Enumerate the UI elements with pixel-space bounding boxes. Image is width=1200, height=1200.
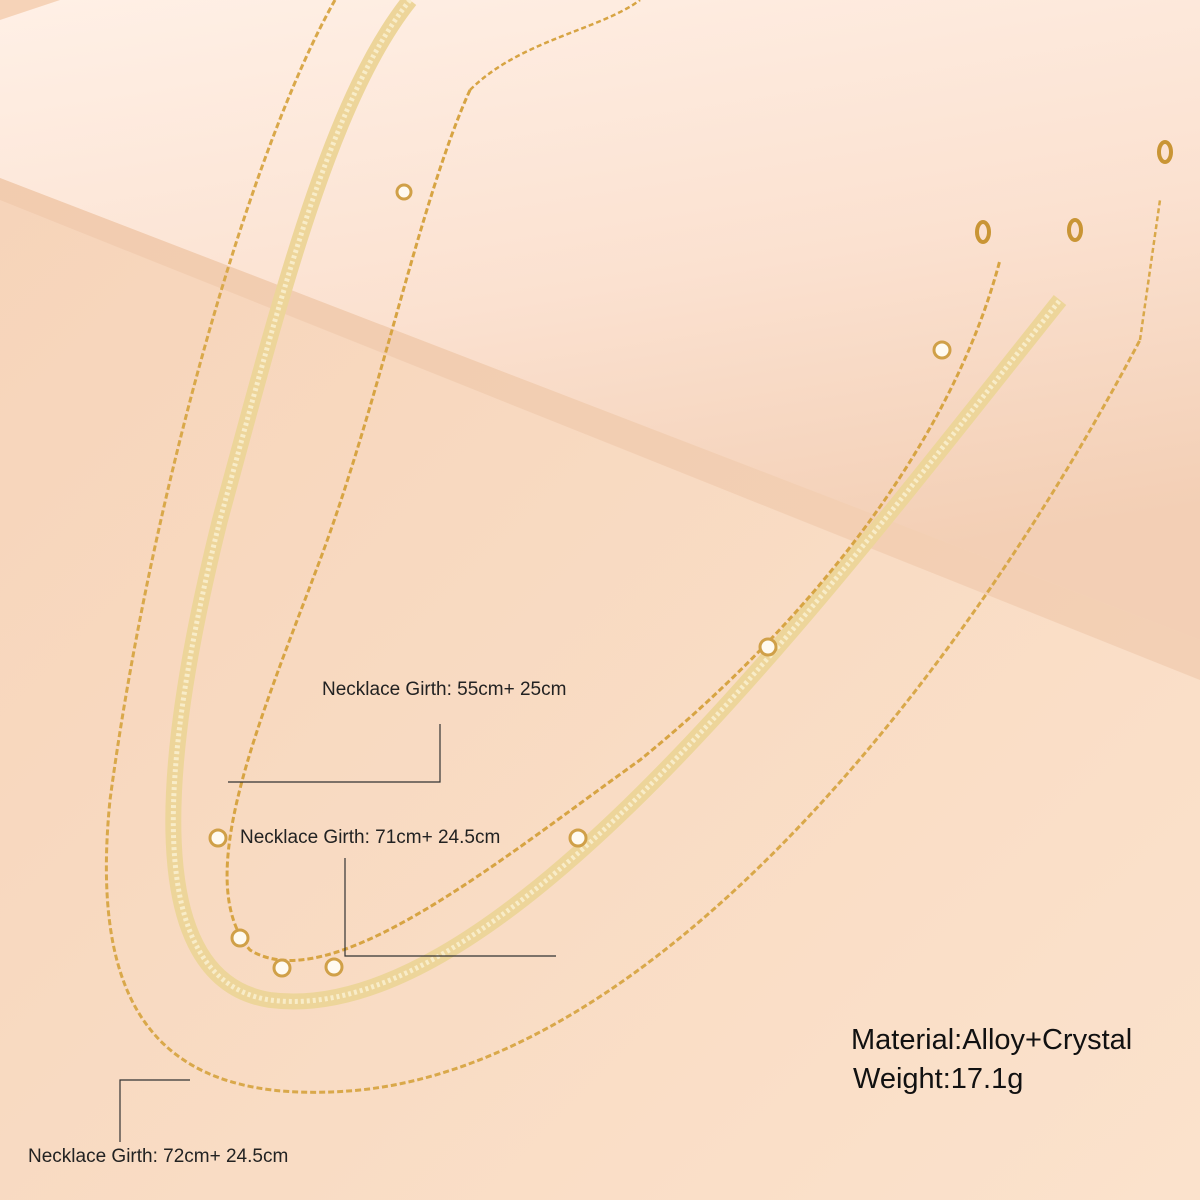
crystal [324,957,344,977]
leader-lines [119,724,556,1142]
long-chain [104,0,1142,1094]
crystal [568,828,588,848]
crystal [272,958,292,978]
lobster-clasps [975,140,1173,244]
clasp [975,220,991,244]
material-spec: Material:Alloy+Crystal [851,1024,1133,1056]
crystal [208,828,228,848]
leader-line-middle [344,858,556,957]
cylinder-shadow [0,178,1200,680]
crystal-chain [225,89,1002,962]
crystal [932,340,952,360]
clasp [1067,218,1083,242]
girth-label-long: Necklace Girth: 72cm+ 24.5cm [28,1146,289,1167]
extender-chain [469,0,641,91]
display-cylinder [0,0,1200,640]
snake-chain-highlight [170,0,1062,1004]
leader-line-short [228,724,441,783]
crystal-stations [208,183,952,978]
crystal [395,183,413,201]
clasp [1157,140,1173,164]
girth-label-short: Necklace Girth: 55cm+ 25cm [322,679,567,700]
weight-spec: Weight:17.1g [853,1063,1024,1095]
girth-label-middle: Necklace Girth: 71cm+ 24.5cm [240,827,501,848]
crystal [230,928,250,948]
crystal [758,637,778,657]
leader-line-long [119,1079,190,1142]
